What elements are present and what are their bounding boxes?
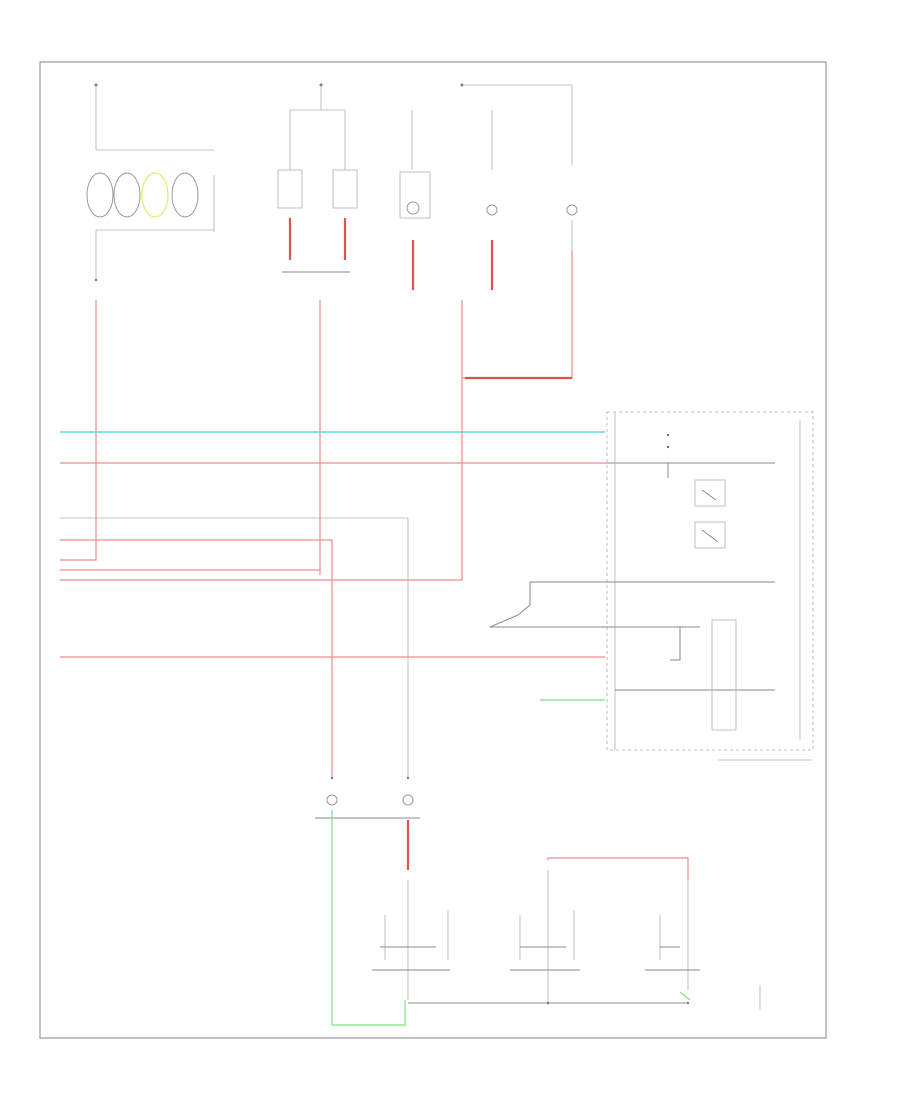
control-unit-box	[606, 411, 814, 751]
bulb-icon	[86, 172, 114, 218]
diagram-frame	[39, 61, 827, 1039]
relay-box	[332, 169, 358, 209]
bulb-icon	[171, 172, 199, 218]
switch-group	[399, 83, 578, 290]
lower-connector	[315, 776, 420, 870]
bulb-icon	[113, 172, 141, 218]
relay-box	[277, 169, 303, 209]
relay-group	[277, 83, 358, 273]
lamp-cluster	[86, 83, 215, 282]
bottom-module-middle	[510, 857, 689, 1005]
bottom-module-right	[645, 880, 700, 1001]
green-ground-wire	[331, 810, 406, 1026]
connector-icon	[402, 794, 414, 806]
indicator-icon	[566, 204, 578, 216]
control-unit-internals	[489, 433, 775, 731]
bulb-icon-highlighted	[141, 172, 169, 218]
connector-icon	[326, 794, 338, 806]
indicator-icon	[486, 204, 498, 216]
switch-box	[399, 171, 431, 219]
bottom-module-left	[372, 880, 450, 1000]
indicator-icon	[406, 201, 420, 215]
